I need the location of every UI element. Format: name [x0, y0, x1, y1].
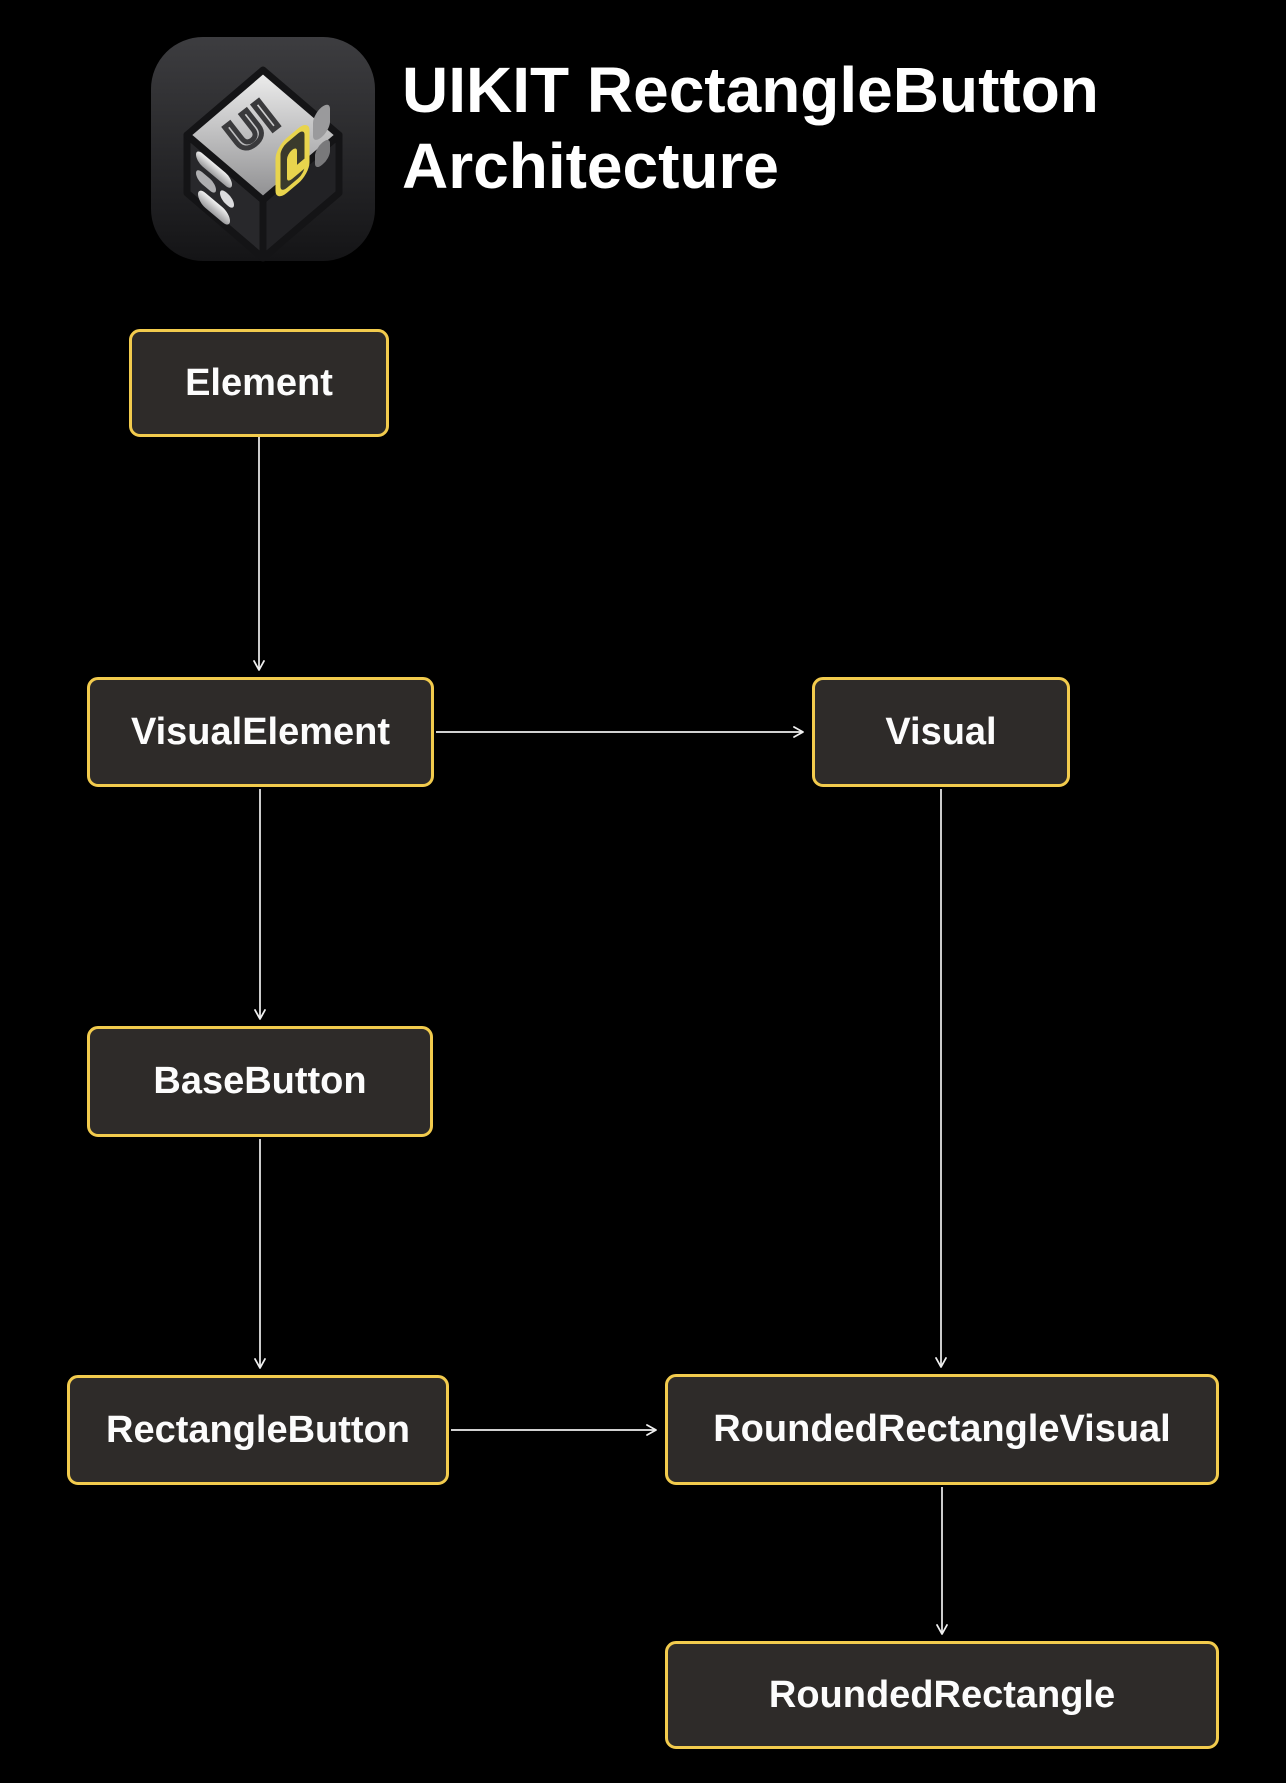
node-visual: Visual [812, 677, 1070, 787]
node-base-button-label: BaseButton [153, 1060, 367, 1102]
logo-left-face-widgets [196, 151, 234, 225]
node-element: Element [129, 329, 389, 437]
node-rounded-rectangle-label: RoundedRectangle [768, 1673, 1116, 1716]
node-visual-element-label: VisualElement [130, 710, 391, 753]
page-title-line2: Architecture [402, 130, 779, 202]
node-rectangle-button-label: RectangleButton [106, 1408, 410, 1451]
node-rounded-rectangle-visual-label: RoundedRectangleVisual [713, 1408, 1171, 1450]
node-visual-element: VisualElement [87, 677, 434, 787]
uikit-logo-icon: UI [151, 37, 375, 262]
node-rectangle-button: RectangleButton [67, 1375, 449, 1485]
node-base-button: BaseButton [87, 1026, 433, 1137]
node-rounded-rectangle-visual: RoundedRectangleVisual [665, 1374, 1219, 1485]
node-visual-label: Visual [885, 710, 997, 753]
node-rounded-rectangle: RoundedRectangle [665, 1641, 1219, 1749]
logo-right-face-widgets [275, 104, 330, 197]
node-element-label: Element [185, 361, 333, 404]
page-title-line1: UIKIT RectangleButton [402, 54, 1099, 126]
page-title: UIKIT RectangleButton Architecture [402, 52, 1222, 204]
